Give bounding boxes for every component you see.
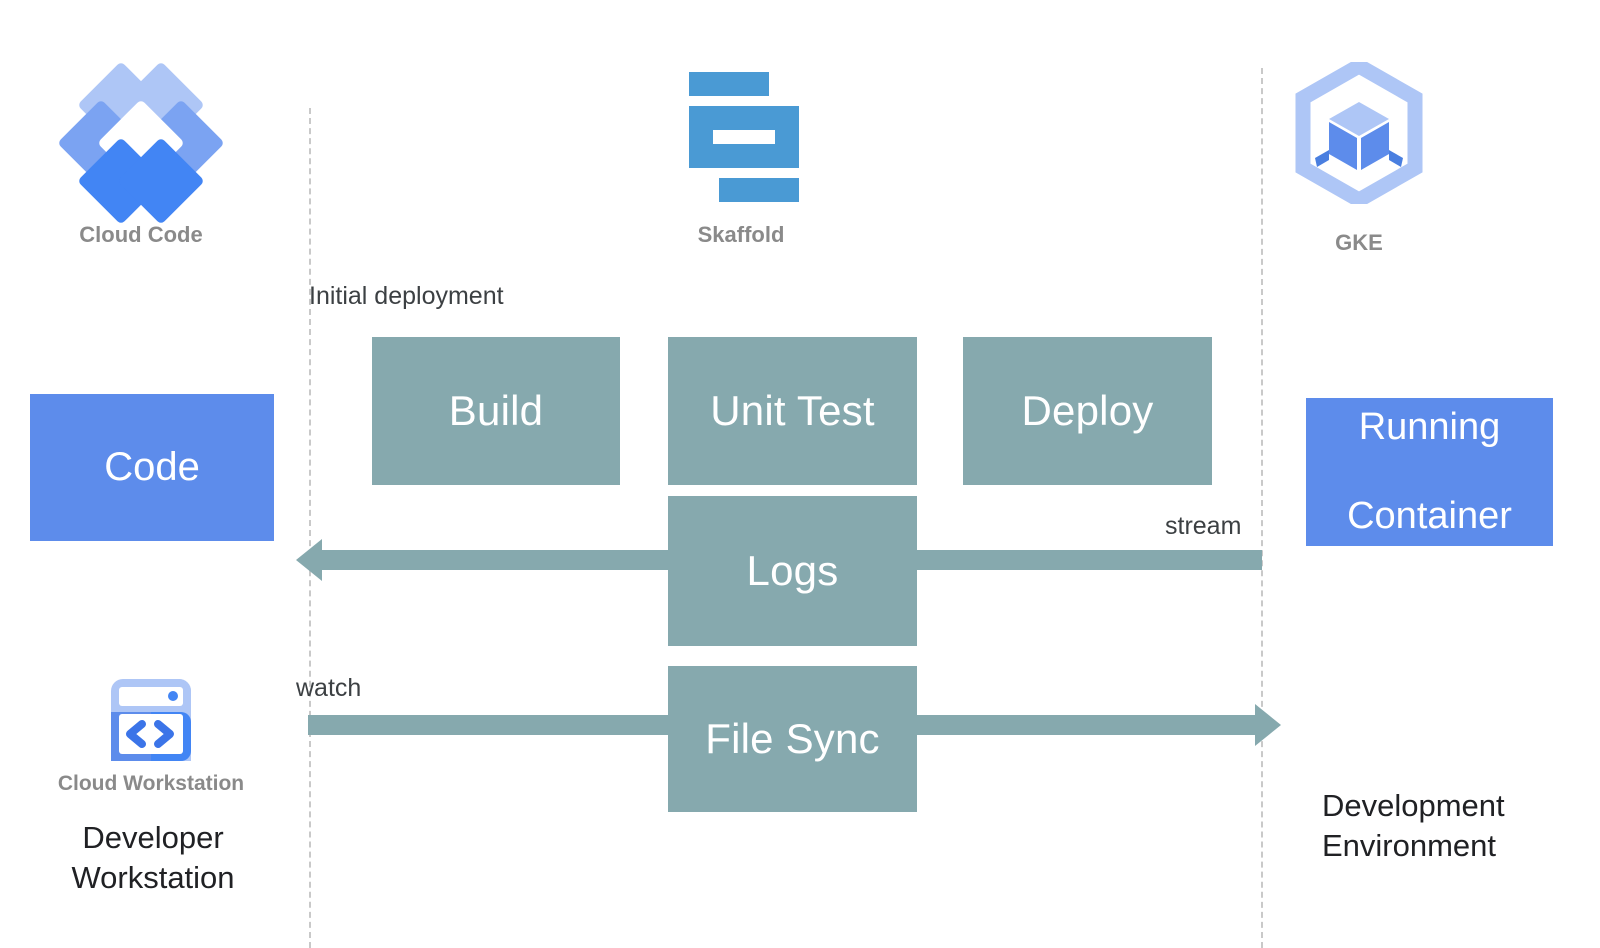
tool-label-gke: GKE [1335,230,1383,255]
annotation-initial-deployment: Initial deployment [309,282,504,310]
stream-label-file-sync: File Sync [705,714,880,762]
zone-env-line1: Development [1322,788,1505,823]
zone-dev-line1: Developer [82,820,224,855]
pipeline-label-deploy: Deploy [1021,386,1154,434]
zone-env-line2: Environment [1322,827,1497,863]
tool-label-skaffold: Skaffold [697,222,785,247]
zone-dev-line2: Workstation [71,859,235,895]
running-container-line2: Container [1347,495,1512,538]
zone-label-developer-workstation: Developer Workstation [25,818,281,897]
cloud-workstation-svg [111,679,191,761]
code-box: Code [30,394,274,541]
running-container-box: Running Container [1306,398,1553,546]
stream-box-file-sync: File Sync [668,666,917,812]
running-container-line1: Running [1358,405,1501,448]
left-boundary-dashed-line [309,108,311,948]
code-box-label: Code [104,444,200,489]
cloud-workstation-icon [108,676,194,764]
gke-svg [1295,57,1423,209]
annotation-stream: stream [1165,512,1242,540]
stream-label-logs: Logs [746,546,839,594]
stream-box-logs: Logs [668,496,917,646]
pipeline-box-deploy: Deploy [963,337,1212,485]
right-boundary-dashed-line [1261,68,1263,948]
gke-hexagon-cube-icon [1295,57,1423,209]
tool-label-cloud-code: Cloud Code [79,222,203,247]
skaffold-s-icon [686,72,806,202]
pipeline-box-build: Build [372,337,620,485]
pipeline-label-unit-test: Unit Test [710,386,875,434]
logs-arrow-head-left [296,539,322,581]
zone-label-development-environment: Development Environment [1322,786,1505,865]
annotation-watch: watch [296,674,362,702]
pipeline-box-unit-test: Unit Test [668,337,917,485]
running-container-label: Running Container [1347,405,1512,539]
pipeline-label-build: Build [448,386,544,434]
file-sync-arrow-head-right [1255,704,1281,746]
workstation-icon-label: Cloud Workstation [57,772,245,795]
cloud-code-diamonds-icon [57,61,225,225]
